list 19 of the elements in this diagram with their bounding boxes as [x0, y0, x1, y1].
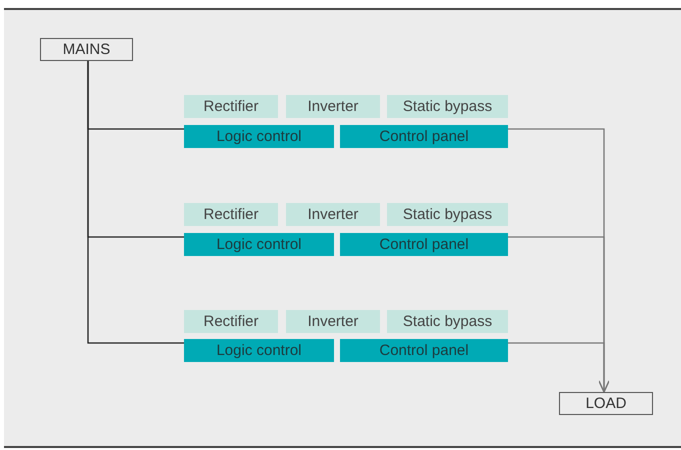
control-box: Logic control — [184, 339, 334, 362]
module-box: Rectifier — [184, 203, 278, 226]
control-box: Control panel — [340, 233, 508, 256]
connector-line — [508, 342, 610, 393]
control-box: Logic control — [184, 125, 334, 148]
module-box: Static bypass — [387, 203, 508, 226]
module-box: Rectifier — [184, 310, 278, 333]
terminal-box: MAINS — [40, 38, 133, 61]
module-box: Inverter — [286, 310, 380, 333]
control-box: Logic control — [184, 233, 334, 256]
module-box: Static bypass — [387, 310, 508, 333]
terminal-box: LOAD — [559, 392, 653, 415]
connector-line — [87, 61, 184, 344]
module-box: Inverter — [286, 95, 380, 118]
control-box: Control panel — [340, 339, 508, 362]
module-box: Inverter — [286, 203, 380, 226]
control-box: Control panel — [340, 125, 508, 148]
module-box: Static bypass — [387, 95, 508, 118]
module-box: Rectifier — [184, 95, 278, 118]
